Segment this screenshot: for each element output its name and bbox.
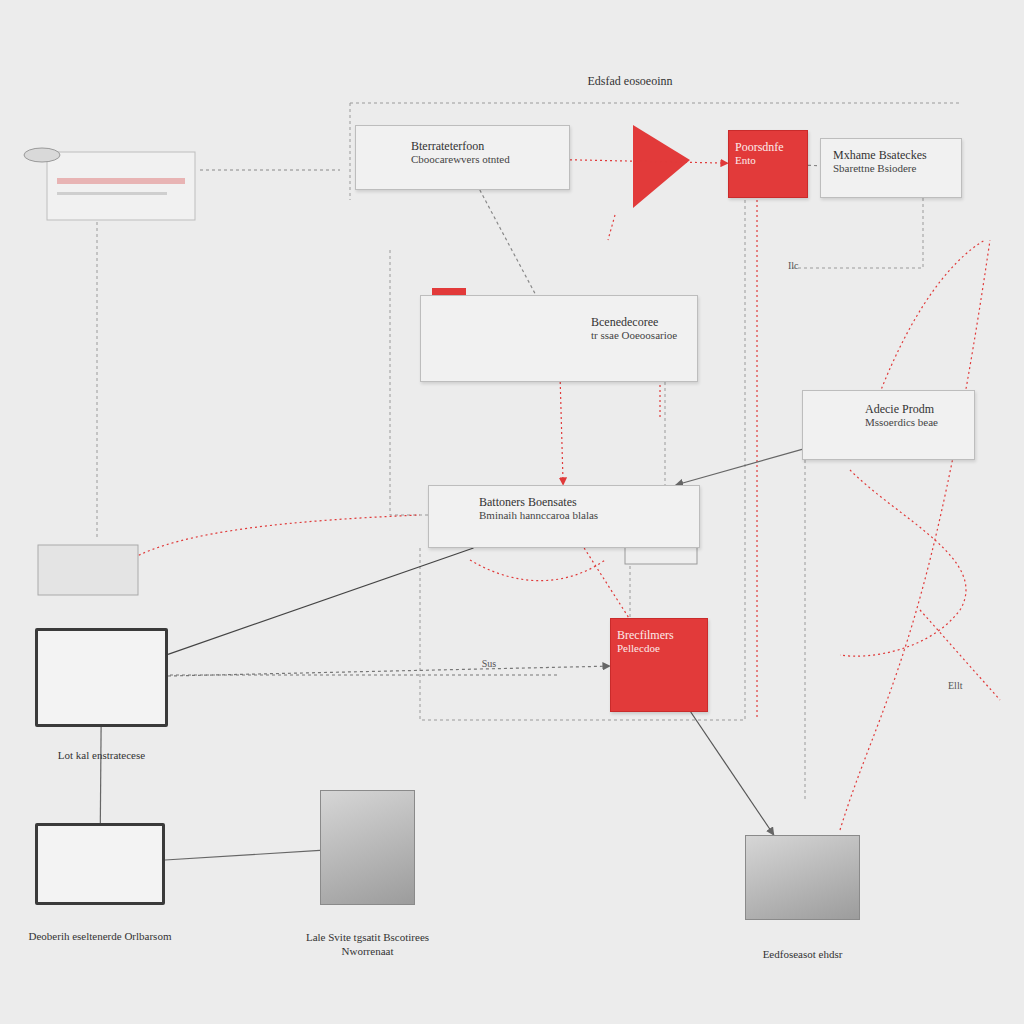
connector	[168, 666, 610, 676]
red-wire	[840, 470, 966, 656]
server-node: Lale Svite tgsatit Bscotirees Nworrenaat	[320, 790, 415, 905]
node-text: Poorsdnfe	[735, 141, 801, 154]
process-box: BterrateterfoonCboocarewvers otnted	[355, 125, 570, 190]
node-text: Pellecdoe	[617, 642, 701, 655]
connector	[560, 382, 563, 485]
frame-line	[97, 222, 98, 540]
process-box: Mxhame BsateckesSbarettne Bsiodere	[820, 138, 962, 198]
process-box: Bcenedecoreetr ssae Ooeoosarioe	[420, 295, 698, 382]
node-text: Ento	[735, 154, 801, 167]
monitor-node: Deoberih eseltenerde Orlbarsom	[35, 823, 165, 905]
red-wire	[920, 610, 1000, 700]
red-process-box: BrecfilmersPellecdoe	[610, 618, 708, 712]
red-triangle	[633, 125, 690, 208]
connector	[100, 727, 102, 823]
connector	[570, 160, 728, 163]
node-text: tr ssae Ooeoosarioe	[591, 329, 687, 342]
window-bar	[57, 178, 185, 184]
node-text: Adecie Prodm	[865, 403, 966, 416]
frame-line	[805, 460, 806, 800]
connector	[691, 712, 774, 835]
edge-label: Sus	[482, 658, 497, 669]
red-wire	[130, 515, 420, 560]
process-box: Battoners BoensatesBminaih hannccaroa bl…	[428, 485, 700, 548]
window-box	[47, 152, 195, 220]
note-label: Ilc	[788, 260, 799, 271]
frame-line	[790, 198, 923, 268]
frame-line	[665, 382, 666, 485]
node-caption: Deoberih eseltenerde Orlbarsom	[8, 929, 192, 943]
wire	[170, 675, 560, 676]
connector	[584, 548, 629, 618]
red-process-box: PoorsdnfeEnto	[728, 130, 808, 198]
node-text: Bcenedecoree	[591, 316, 687, 329]
note-label: Ellt	[948, 680, 962, 691]
red-wire	[756, 200, 757, 720]
red-wire	[840, 240, 990, 830]
frame-line	[390, 250, 428, 515]
node-caption: Lot kal enstratecese	[8, 748, 195, 762]
node-text: Battoners Boensates	[479, 496, 619, 509]
node-caption: Eedfoseasot ehdsr	[716, 947, 889, 961]
red-wire	[608, 215, 615, 240]
frame-line	[350, 103, 351, 200]
connector	[808, 165, 820, 167]
node-text: Mssoerdics beae	[865, 416, 966, 429]
connector	[165, 850, 320, 860]
diagram-title: Edsfad eosoeoinn	[540, 74, 720, 89]
window-wire	[200, 170, 340, 171]
frame-line	[420, 200, 745, 720]
mouse-icon	[24, 148, 60, 162]
printer-node: Eedfoseasot ehdsr	[745, 835, 860, 920]
red-wire	[659, 380, 660, 420]
node-text: Bterrateterfoon	[411, 140, 561, 153]
process-box: Adecie ProdmMssoerdics beae	[802, 390, 975, 460]
red-wire	[470, 560, 605, 581]
red-wires	[130, 200, 1000, 830]
node-text: Sbarettne Bsiodere	[833, 162, 953, 175]
connector	[676, 449, 802, 485]
node-text: Brecfilmers	[617, 629, 701, 642]
screen-node: Lot kal enstratecese	[35, 628, 168, 727]
node-text: Mxhame Bsateckes	[833, 149, 953, 162]
frame-line	[350, 103, 960, 104]
device-icon	[38, 545, 138, 595]
connector	[168, 548, 474, 654]
node-caption: Lale Svite tgsatit Bscotirees Nworrenaat	[291, 930, 444, 958]
connector	[480, 190, 536, 295]
window-bar	[57, 192, 167, 195]
node-text: Cboocarewvers otnted	[411, 153, 561, 166]
node-text: Bminaih hannccaroa blalas	[479, 509, 619, 522]
